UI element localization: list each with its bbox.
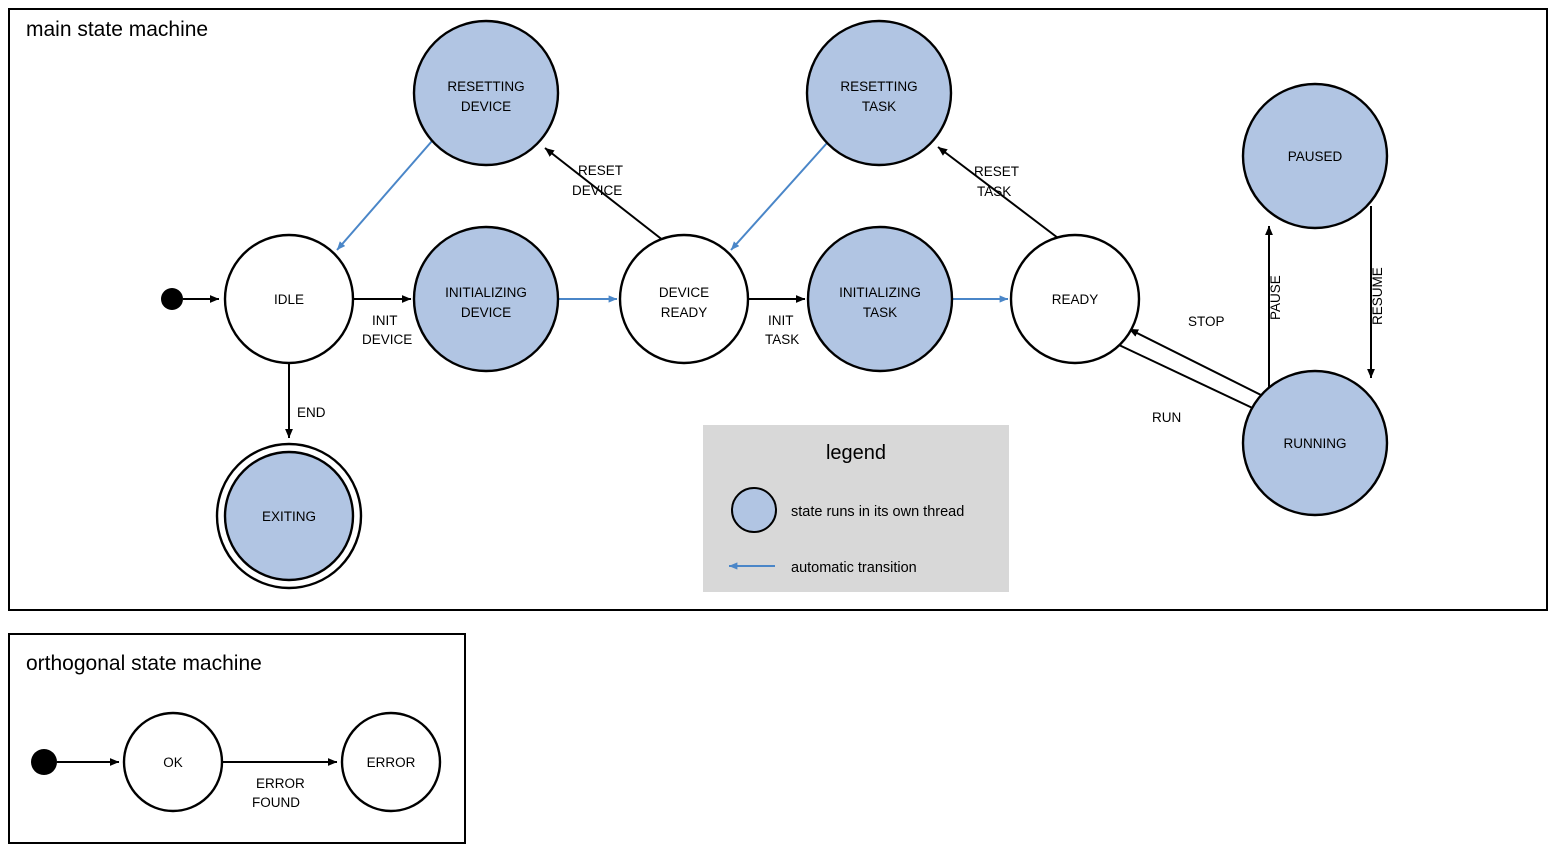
state-running[interactable]: RUNNING — [1241, 369, 1389, 517]
state-error-shape[interactable] — [340, 711, 442, 813]
transition-ready-to-resetting-task — [937, 146, 1059, 239]
edge-label-run: RUN — [1152, 410, 1181, 425]
state-device-ready-label-line2: READY — [661, 305, 708, 320]
state-ok-label: OK — [163, 755, 183, 770]
edge-label-init-device-line2: DEVICE — [362, 332, 412, 347]
state-error[interactable]: ERROR — [340, 711, 442, 813]
state-paused[interactable]: PAUSED — [1241, 82, 1389, 230]
state-initializing-device-shape[interactable] — [412, 225, 560, 373]
state-resetting-task-label-line1: RESETTING — [840, 79, 917, 94]
transition-resetting-device-to-idle — [336, 140, 433, 251]
state-initializing-task[interactable]: INITIALIZING TASK — [806, 225, 954, 373]
edge-label-reset-device-line1: RESET — [578, 163, 623, 178]
edge-label-resume: RESUME — [1370, 267, 1385, 325]
state-exiting-label: EXITING — [262, 509, 316, 524]
state-initializing-device-label-line2: DEVICE — [461, 305, 511, 320]
state-ready-label: READY — [1052, 292, 1099, 307]
state-initializing-task-label-line2: TASK — [863, 305, 897, 320]
edge-label-init-device-line1: INIT — [372, 313, 398, 328]
orthogonal-state-machine-title: orthogonal state machine — [26, 652, 262, 675]
initial-state-marker — [161, 288, 183, 310]
edge-label-reset-task-line1: RESET — [974, 164, 1019, 179]
state-resetting-device-label-line2: DEVICE — [461, 99, 511, 114]
state-device-ready-label-line1: DEVICE — [659, 285, 709, 300]
orthogonal-initial-state-marker — [31, 749, 57, 775]
orthogonal-state-machine-panel: orthogonal state machine ERROR FOUND OK … — [8, 633, 466, 844]
state-resetting-task-shape[interactable] — [805, 19, 953, 167]
state-running-label: RUNNING — [1284, 436, 1347, 451]
transition-resetting-task-to-device-ready — [730, 142, 828, 251]
state-exiting-shape[interactable] — [223, 450, 355, 582]
edge-label-stop: STOP — [1188, 314, 1225, 329]
transition-ready-to-running — [1118, 344, 1262, 413]
main-state-machine-border — [8, 8, 1548, 611]
transition-labels-layer: INIT DEVICE RESET DEVICE END INIT TASK R… — [297, 163, 1385, 425]
state-initializing-task-shape[interactable] — [806, 225, 954, 373]
state-resetting-device-shape[interactable] — [412, 19, 560, 167]
main-state-machine-panel: main state machine — [8, 8, 1548, 611]
state-idle-shape[interactable] — [223, 233, 355, 365]
edge-label-init-task-line2: TASK — [765, 332, 799, 347]
edge-label-reset-task-line2: TASK — [977, 184, 1011, 199]
state-resetting-device-label-line1: RESETTING — [447, 79, 524, 94]
state-running-shape[interactable] — [1241, 369, 1389, 517]
transitions-layer — [183, 140, 1375, 439]
state-initializing-device[interactable]: INITIALIZING DEVICE — [412, 225, 560, 373]
state-ok[interactable]: OK — [122, 711, 224, 813]
main-state-machine-title: main state machine — [26, 18, 208, 41]
state-ready[interactable]: READY — [1009, 233, 1141, 365]
state-resetting-device[interactable]: RESETTING DEVICE — [412, 19, 560, 167]
edge-label-reset-device-line2: DEVICE — [572, 183, 622, 198]
legend-thread-label: state runs in its own thread — [791, 504, 964, 520]
state-resetting-task-label-line2: TASK — [862, 99, 896, 114]
state-ready-shape[interactable] — [1009, 233, 1141, 365]
edge-label-error-found-line1: ERROR — [256, 776, 305, 791]
legend: legend state runs in its own thread auto… — [703, 425, 1009, 592]
state-error-label: ERROR — [367, 755, 416, 770]
legend-title: legend — [826, 442, 886, 464]
state-device-ready-shape[interactable] — [618, 233, 750, 365]
state-paused-label: PAUSED — [1288, 149, 1343, 164]
edge-label-error-found-line2: FOUND — [252, 795, 300, 810]
legend-thread-swatch-icon — [731, 487, 777, 533]
state-resetting-task[interactable]: RESETTING TASK — [805, 19, 953, 167]
edge-label-init-task-line1: INIT — [768, 313, 794, 328]
states-layer: IDLE RESETTING DEVICE INITIALIZING DEVIC… — [161, 19, 1389, 590]
state-initializing-task-label-line1: INITIALIZING — [839, 285, 921, 300]
state-initializing-device-label-line1: INITIALIZING — [445, 285, 527, 300]
transition-running-to-ready — [1128, 328, 1266, 398]
legend-auto-transition-label: automatic transition — [791, 560, 917, 576]
state-exiting[interactable]: EXITING — [215, 442, 363, 590]
state-idle[interactable]: IDLE — [223, 233, 355, 365]
state-ok-shape[interactable] — [122, 711, 224, 813]
transition-device-ready-to-resetting-device — [544, 147, 665, 242]
state-idle-label: IDLE — [274, 292, 304, 307]
orthogonal-state-machine-border — [8, 633, 466, 844]
edge-label-pause: PAUSE — [1268, 275, 1283, 320]
state-device-ready[interactable]: DEVICE READY — [618, 233, 750, 365]
edge-label-end: END — [297, 405, 326, 420]
state-paused-shape[interactable] — [1241, 82, 1389, 230]
